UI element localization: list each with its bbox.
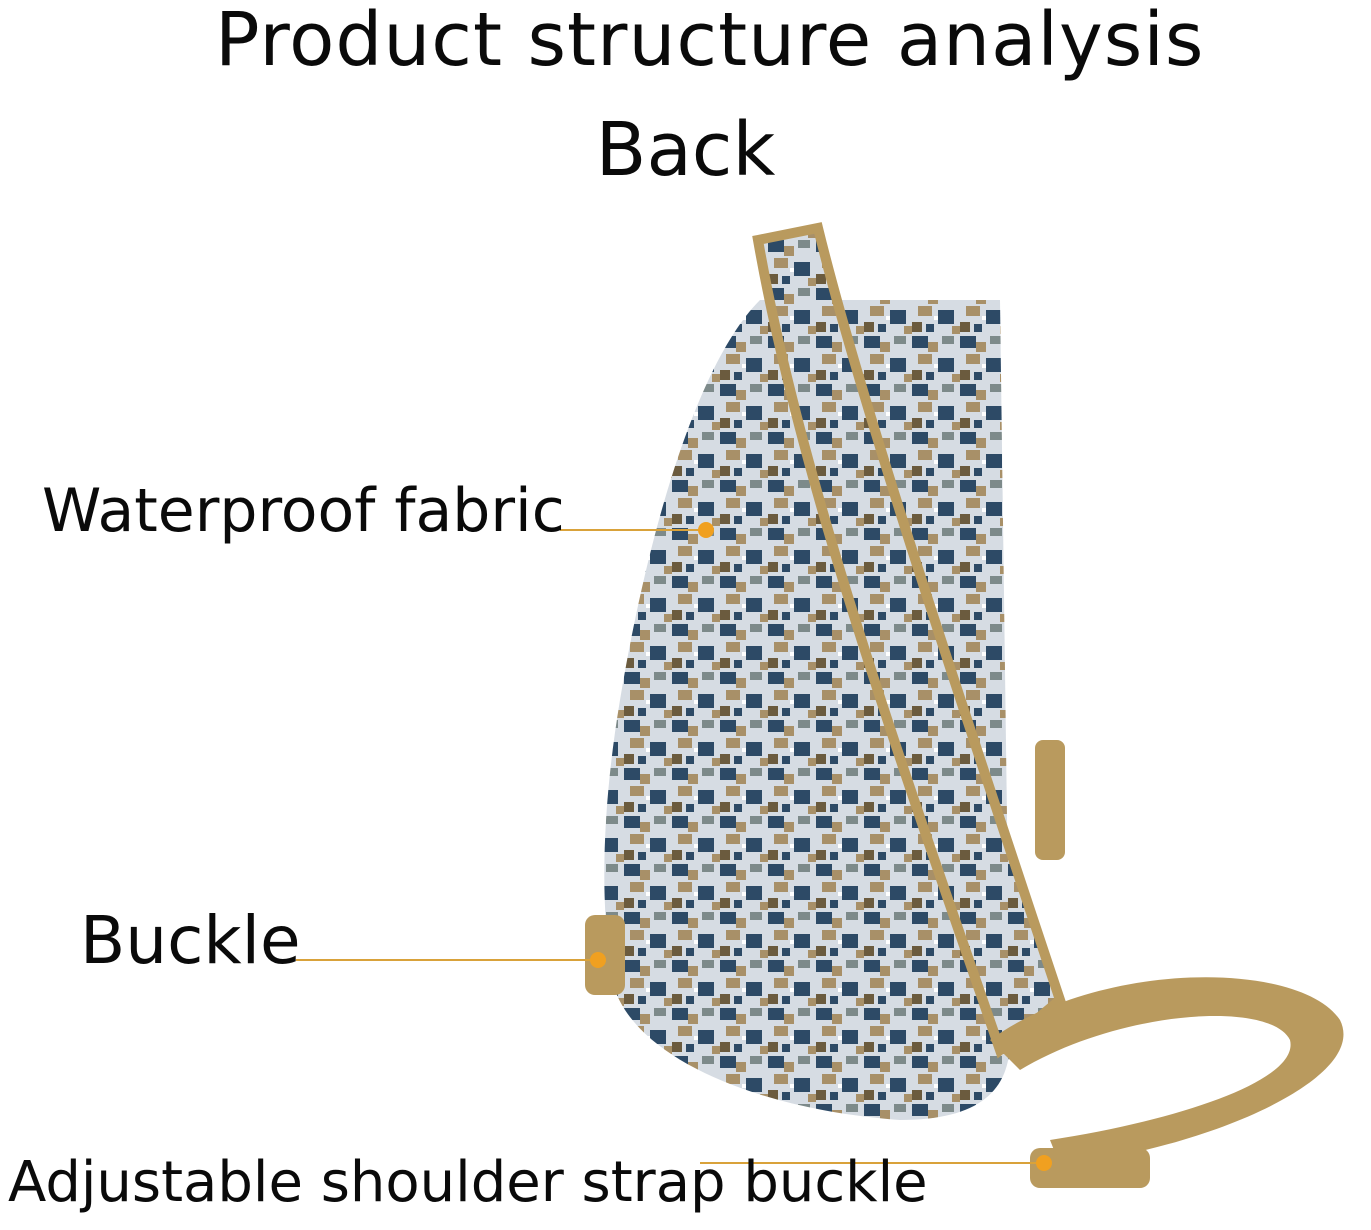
bag-body [604, 300, 1010, 1120]
callout-dot-strap [1036, 1155, 1052, 1171]
callout-label-buckle: Buckle [80, 902, 301, 979]
strap-buckle [1030, 1148, 1150, 1188]
callout-label-adjustable-strap-buckle: Adjustable shoulder strap buckle [8, 1150, 928, 1215]
page-subtitle: Back [595, 107, 776, 193]
page-title: Product structure analysis [215, 0, 1205, 83]
callout-label-waterproof-fabric: Waterproof fabric [42, 476, 565, 546]
side-buckle [585, 915, 625, 995]
callout-dot-fabric [698, 522, 714, 538]
callout-dot-buckle [590, 952, 606, 968]
side-clip [1035, 740, 1065, 860]
webbing-strap [990, 977, 1344, 1165]
